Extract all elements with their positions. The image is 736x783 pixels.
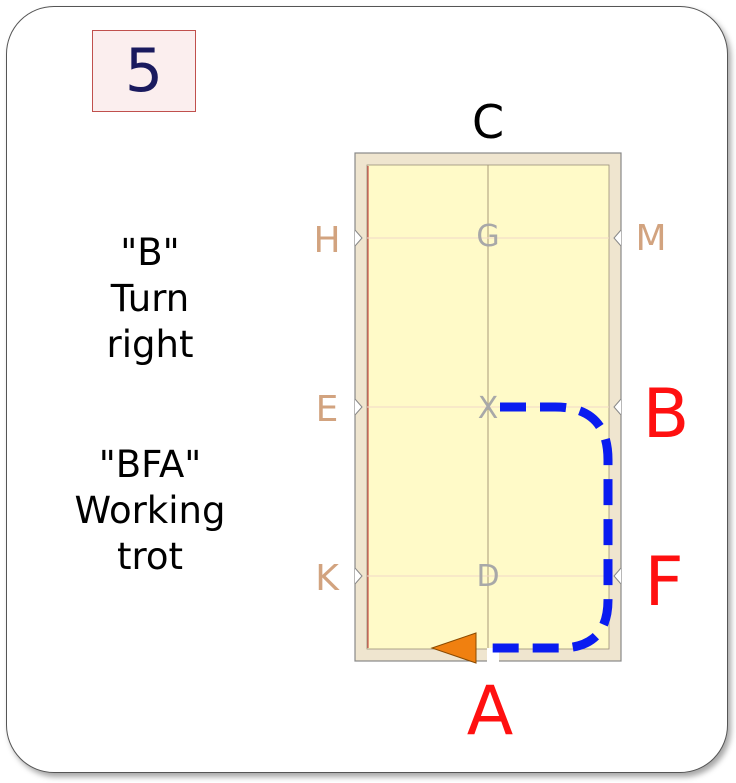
letter-d: D <box>476 559 499 594</box>
instruction-line: "BFA" <box>98 443 202 486</box>
route-path <box>488 402 613 653</box>
letter-f: F <box>644 543 683 622</box>
letter-c: C <box>472 95 504 149</box>
instruction-turn-right: "B" Turn right <box>30 230 270 368</box>
letter-b: B <box>643 375 690 454</box>
letter-k: K <box>315 558 340 599</box>
letter-g: G <box>476 219 499 254</box>
instruction-line: Working <box>74 489 226 532</box>
letter-x: X <box>478 391 499 426</box>
marker-notch-k <box>354 567 363 585</box>
letter-a: A <box>467 672 514 751</box>
instruction-line: trot <box>116 535 184 578</box>
step-number: 5 <box>124 36 164 106</box>
instruction-line: "B" <box>120 231 180 274</box>
instruction-line: Turn <box>110 277 190 320</box>
letter-e: E <box>316 389 339 430</box>
marker-notch-m <box>613 229 622 247</box>
marker-notch-h <box>354 229 363 247</box>
letter-m: M <box>635 218 666 259</box>
marker-notch-b <box>613 398 622 416</box>
instruction-line: right <box>106 323 194 366</box>
direction-arrow-icon <box>430 632 477 664</box>
step-number-badge: 5 <box>92 30 196 112</box>
marker-notch-e <box>354 398 363 416</box>
letter-h: H <box>313 220 340 261</box>
instruction-working-trot: "BFA" Working trot <box>30 442 270 580</box>
marker-notch-f <box>613 567 622 585</box>
